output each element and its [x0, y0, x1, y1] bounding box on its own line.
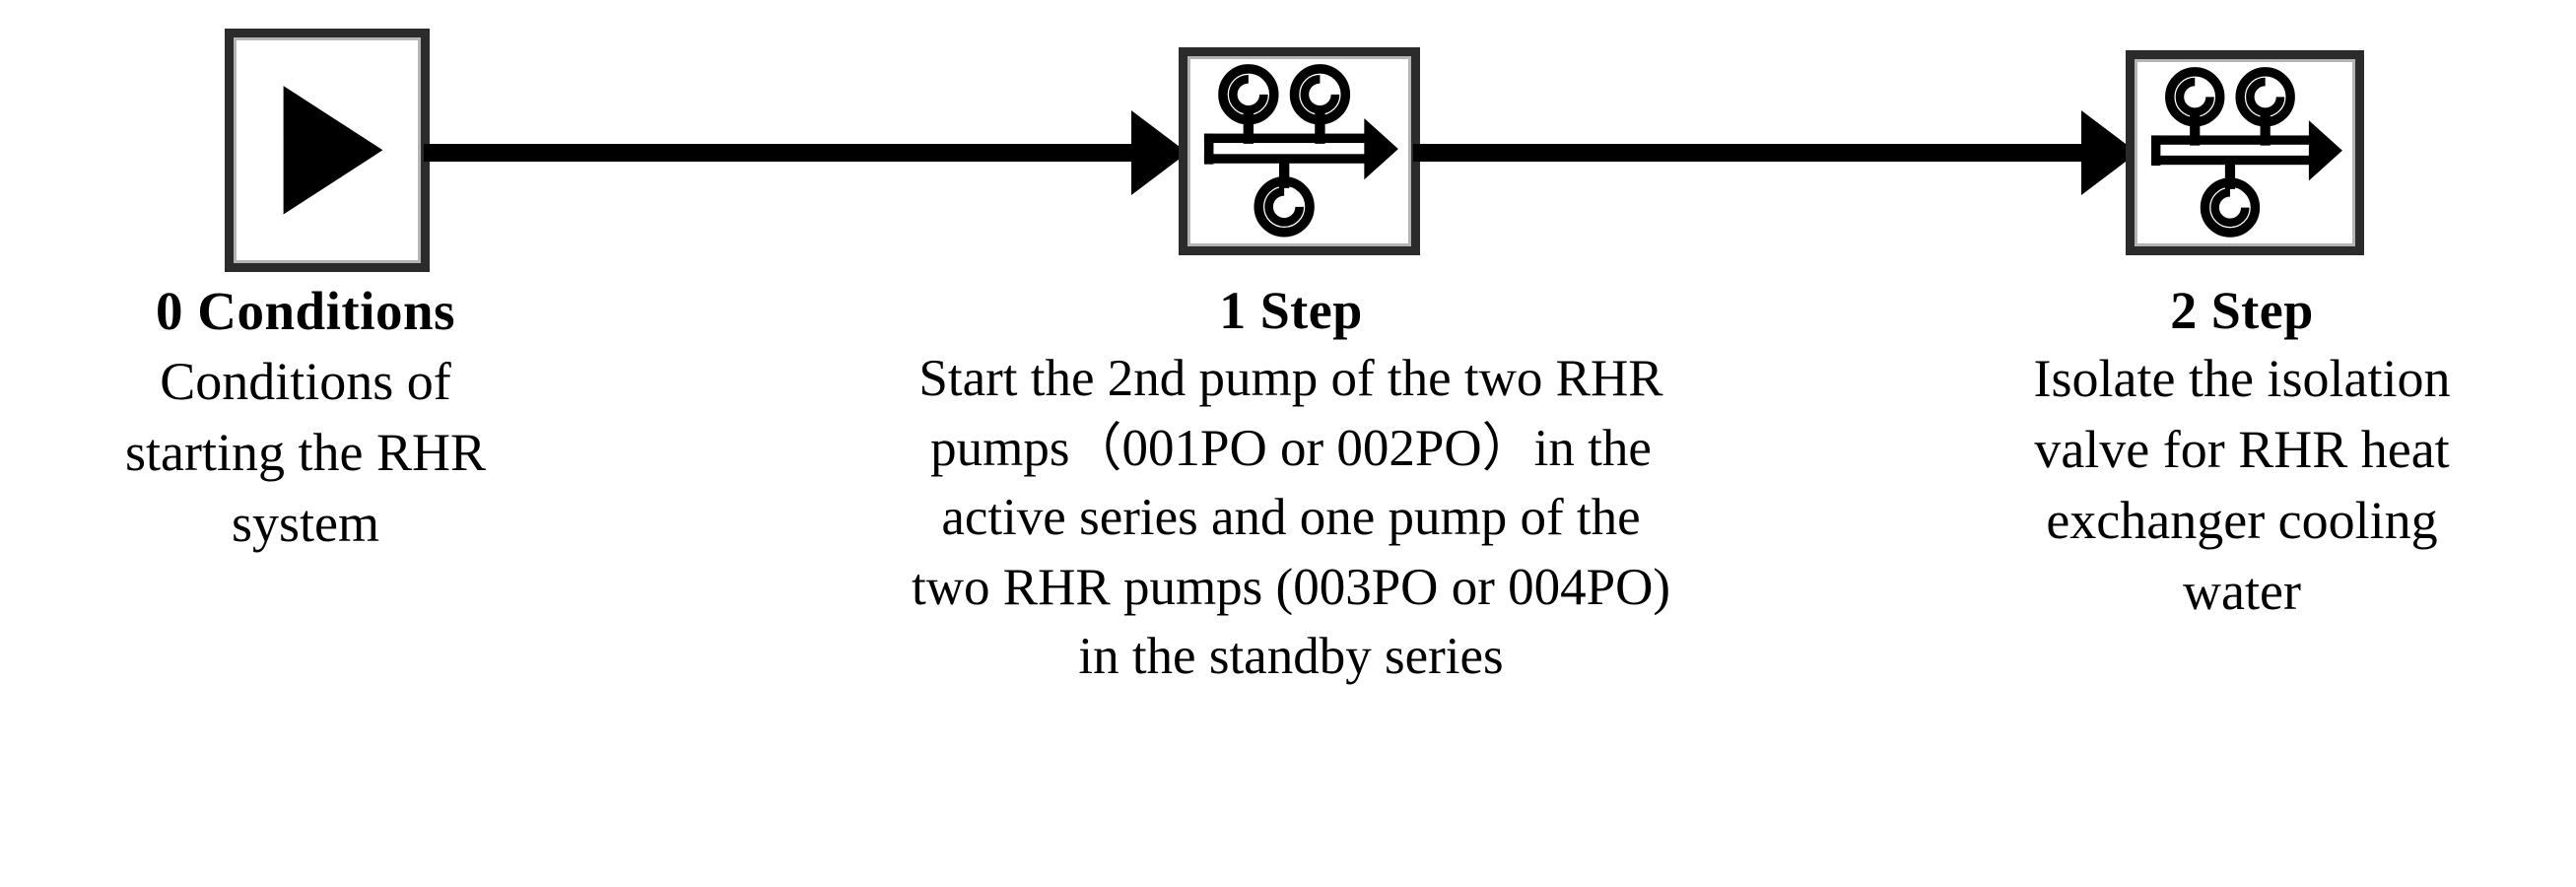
bus-pipe: [2150, 135, 2316, 166]
step-description-0-line-2: system: [231, 494, 379, 554]
step-description-0-line-0: Conditions of: [160, 351, 451, 411]
bus-arrow-head: [1364, 117, 1398, 180]
process-schematic-icon: [1203, 63, 1398, 238]
step-description-0: Conditions of starting the RHR system: [20, 346, 591, 560]
pump-node-top-right: [1289, 63, 1350, 125]
step-description-1-line-4: in the standby series: [1078, 628, 1504, 686]
pump-node-bottom-center: [2200, 177, 2260, 238]
right-arrow-icon: [1413, 110, 2137, 195]
step-description-2-line-3: water: [2183, 561, 2301, 621]
step-description-1-line-0: Start the 2nd pump of the two RHR: [918, 350, 1663, 408]
process-flow-row: [0, 0, 2576, 296]
step-title-2: 2 Step: [2170, 281, 2314, 340]
process-node-2[interactable]: [2126, 50, 2364, 255]
step-description-1-line-3: two RHR pumps (003PO or 004PO): [911, 558, 1671, 616]
right-arrow-icon: [424, 110, 1187, 195]
pump-node-top-left: [2164, 66, 2225, 127]
pump-node-bottom-center: [1254, 175, 1315, 238]
play-triangle-icon: [283, 86, 383, 215]
step-description-0-line-1: starting the RHR: [125, 422, 486, 482]
step-title-0: 0 Conditions: [155, 281, 455, 341]
process-schematic-icon: [2150, 66, 2342, 238]
process-node-1[interactable]: [1179, 47, 1420, 255]
pump-node-top-right: [2235, 66, 2295, 127]
bus-pipe: [1203, 133, 1372, 165]
flow-connector-1: [1413, 108, 2137, 197]
node-2-icon-area: [2135, 59, 2355, 246]
step-description-1-line-2: active series and one pump of the: [941, 489, 1641, 547]
process-label-2: 2 Step Isolate the isolation valve for R…: [1927, 281, 2557, 628]
step-description-1: Start the 2nd pump of the two RHR pumps（…: [680, 344, 1902, 691]
process-node-0[interactable]: [225, 29, 430, 272]
node-0-icon-area: [234, 37, 421, 263]
pump-node-top-left: [1218, 63, 1279, 125]
step-description-2-line-0: Isolate the isolation: [2033, 349, 2451, 409]
step-description-2-line-2: exchanger cooling: [2046, 491, 2438, 551]
process-labels-row: 0 Conditions Conditions of starting the …: [0, 281, 2576, 887]
process-label-0: 0 Conditions Conditions of starting the …: [20, 281, 591, 560]
bus-arrow-head: [2308, 119, 2342, 181]
step-description-1-line-1: pumps（001PO or 002PO）in the: [930, 419, 1652, 477]
flow-connector-0: [424, 108, 1187, 197]
step-title-1: 1 Step: [1219, 281, 1363, 340]
step-description-2-line-1: valve for RHR heat: [2034, 420, 2450, 480]
node-1-icon-area: [1187, 56, 1411, 246]
step-description-2: Isolate the isolation valve for RHR heat…: [1927, 344, 2557, 627]
process-label-1: 1 Step Start the 2nd pump of the two RHR…: [680, 281, 1902, 692]
